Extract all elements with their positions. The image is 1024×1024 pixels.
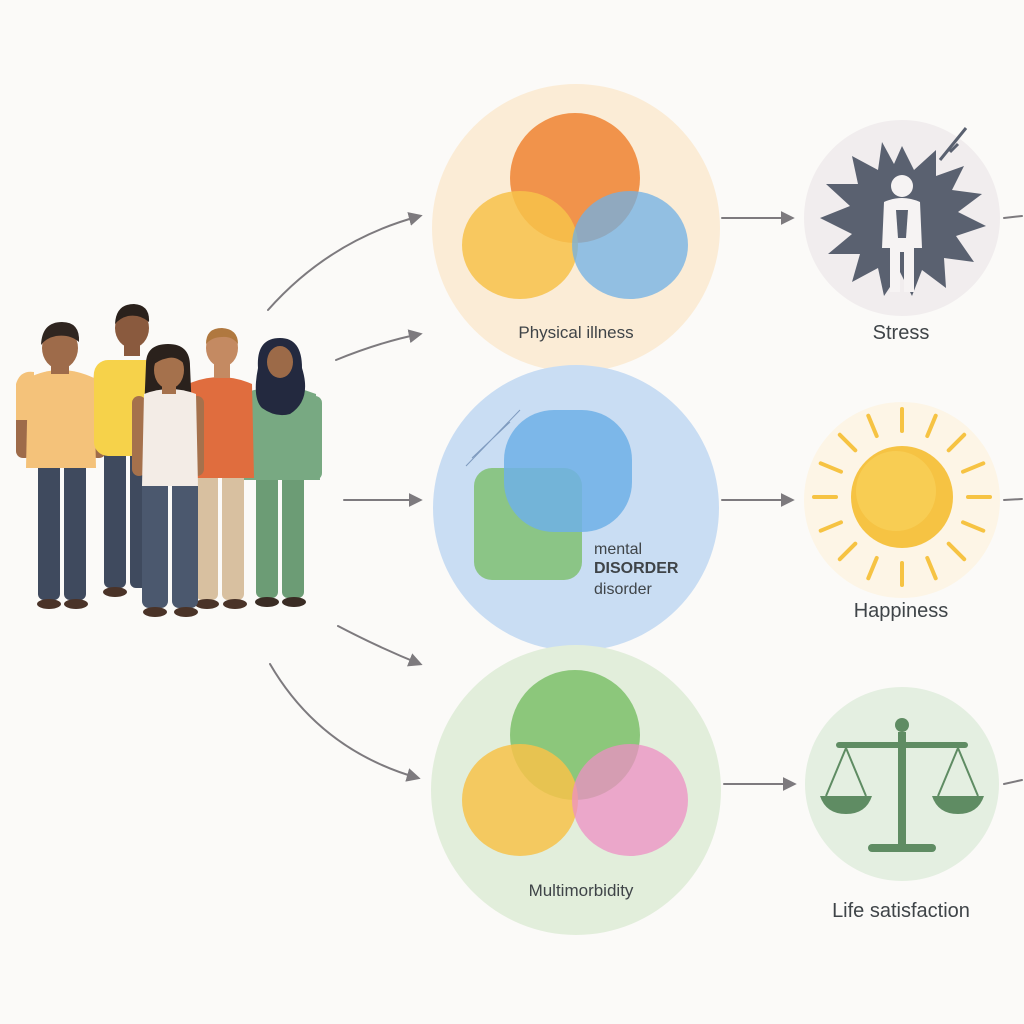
life-satisfaction-label: Life satisfaction [832,900,970,922]
physical-illness-node: Physical illness [432,84,720,372]
sun-ray [837,432,858,453]
sun-ray [925,556,938,581]
multimorbidity-node: Multimorbidity [431,645,721,935]
life-satisfaction-node: Life satisfaction [805,687,999,922]
person-icon [188,328,254,609]
person-icon [240,338,322,607]
person-silhouette-icon [882,175,922,292]
multimorbidity-label: Multimorbidity [529,881,634,900]
sun-ray [946,541,967,562]
venn-yellow [462,744,578,856]
input-arrows [267,212,423,782]
mental-label-line1: mental [594,541,642,558]
stress-label: Stress [873,322,930,344]
mental-label-line2: DISORDER [594,560,679,577]
arrow [1003,779,1023,785]
sun-ray [818,520,843,533]
happiness-node: Happiness [804,402,1000,622]
arrow [1003,498,1023,501]
arrow [267,212,423,311]
arrow [269,663,421,782]
venn-yellow [462,191,578,299]
sun-ray [818,461,843,474]
mental-disorder-node: mental DISORDER disorder [433,365,719,651]
sun-ray [837,541,858,562]
sun-ray [925,413,938,438]
balance-scale-icon [820,718,984,852]
venn-blue [572,191,688,299]
venn-pink [572,744,688,856]
output-arrows [721,211,1023,791]
sun-ray [961,520,986,533]
group-of-people-icon [16,304,322,617]
sun-ray [866,413,879,438]
arrow [337,625,423,667]
person-icon [16,322,106,609]
happiness-label: Happiness [854,600,949,622]
arrow [1003,215,1023,219]
stress-node: Stress [804,120,1000,344]
sun-ray [866,556,879,581]
physical-illness-label: Physical illness [518,323,633,342]
mental-label-line3: disorder [594,581,652,598]
person-icon [132,344,204,617]
sun-ray [946,432,967,453]
sun-ray [961,461,986,474]
venn-blue [504,410,632,532]
sun-rays [812,407,992,587]
arrow [335,329,423,361]
